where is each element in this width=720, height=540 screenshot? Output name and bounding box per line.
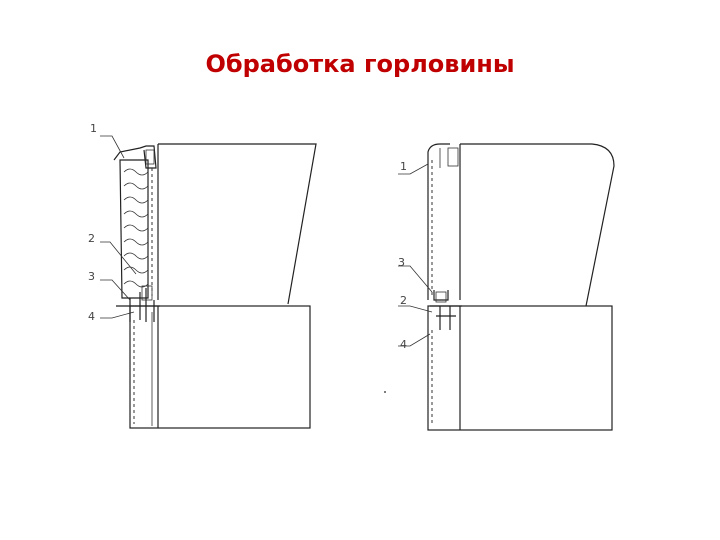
right-callout-3: 3 bbox=[398, 256, 405, 269]
right-upper-body bbox=[460, 143, 615, 307]
right-callout-4: 4 bbox=[400, 338, 407, 351]
left-callout-3: 3 bbox=[88, 270, 95, 283]
left-waist-seam bbox=[116, 288, 160, 322]
left-upper-body bbox=[158, 143, 317, 305]
left-facing-hatching bbox=[123, 168, 149, 288]
right-top-seam bbox=[447, 147, 459, 167]
left-callout-4: 4 bbox=[88, 310, 95, 323]
left-facing bbox=[119, 159, 149, 299]
left-callout-1: 1 bbox=[90, 122, 97, 135]
left-callout-2: 2 bbox=[88, 232, 95, 245]
left-top-seam bbox=[145, 149, 155, 165]
right-outer-wall bbox=[427, 143, 450, 300]
right-callout-1: 1 bbox=[400, 160, 407, 173]
right-callout-2: 2 bbox=[400, 294, 407, 307]
right-figure bbox=[384, 143, 615, 431]
left-top-fold bbox=[113, 145, 157, 169]
left-lower-body bbox=[129, 305, 311, 429]
slide-title: Обработка горловины bbox=[205, 50, 515, 78]
left-figure bbox=[100, 135, 317, 429]
right-lower-body bbox=[427, 305, 613, 431]
